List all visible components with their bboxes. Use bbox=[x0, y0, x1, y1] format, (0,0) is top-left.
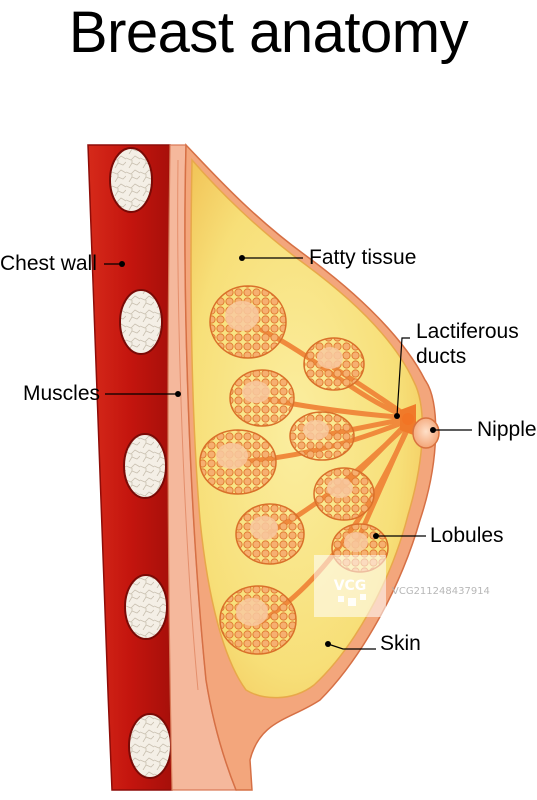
dot-muscles bbox=[175, 391, 181, 397]
watermark-brand: VCG bbox=[334, 578, 367, 594]
label-fatty-tissue: Fatty tissue bbox=[309, 246, 417, 269]
dot-lobules bbox=[373, 533, 379, 539]
lobule-1 bbox=[209, 285, 287, 359]
watermark-code: VCG211248437914 bbox=[392, 586, 490, 597]
lobule-5 bbox=[199, 429, 277, 495]
leader-lactiferous-ducts bbox=[396, 337, 410, 417]
ribs bbox=[109, 147, 172, 779]
dot-fatty-tissue bbox=[239, 255, 245, 261]
label-chest-wall: Chest wall bbox=[0, 252, 97, 275]
lobule-7 bbox=[235, 503, 305, 565]
nipple bbox=[400, 404, 440, 449]
dot-lactiferous-ducts bbox=[394, 413, 400, 419]
label-nipple: Nipple bbox=[477, 418, 537, 441]
label-lobules: Lobules bbox=[430, 524, 504, 547]
lobule-3 bbox=[229, 369, 295, 427]
rib-2 bbox=[119, 289, 163, 355]
lobule-4 bbox=[289, 411, 355, 461]
dot-skin bbox=[325, 641, 331, 647]
rib-1 bbox=[109, 147, 153, 213]
label-skin: Skin bbox=[380, 632, 421, 655]
rib-3 bbox=[123, 433, 167, 499]
leader-dots bbox=[119, 255, 436, 647]
leader-lines bbox=[104, 257, 472, 650]
page-title: Breast anatomy bbox=[68, 0, 469, 65]
lobule-9 bbox=[219, 585, 297, 655]
watermark: VCG VCG211248437914 bbox=[314, 555, 490, 617]
label-muscles: Muscles bbox=[23, 382, 101, 405]
dot-nipple bbox=[430, 427, 436, 433]
lobule-2 bbox=[303, 337, 365, 391]
label-lactiferous-ducts: Lactiferous ducts bbox=[416, 320, 519, 368]
rib-4 bbox=[124, 574, 168, 640]
leader-skin bbox=[327, 643, 376, 650]
rib-5 bbox=[128, 713, 172, 779]
lobule-6 bbox=[313, 467, 375, 521]
dot-chest-wall bbox=[119, 261, 125, 267]
